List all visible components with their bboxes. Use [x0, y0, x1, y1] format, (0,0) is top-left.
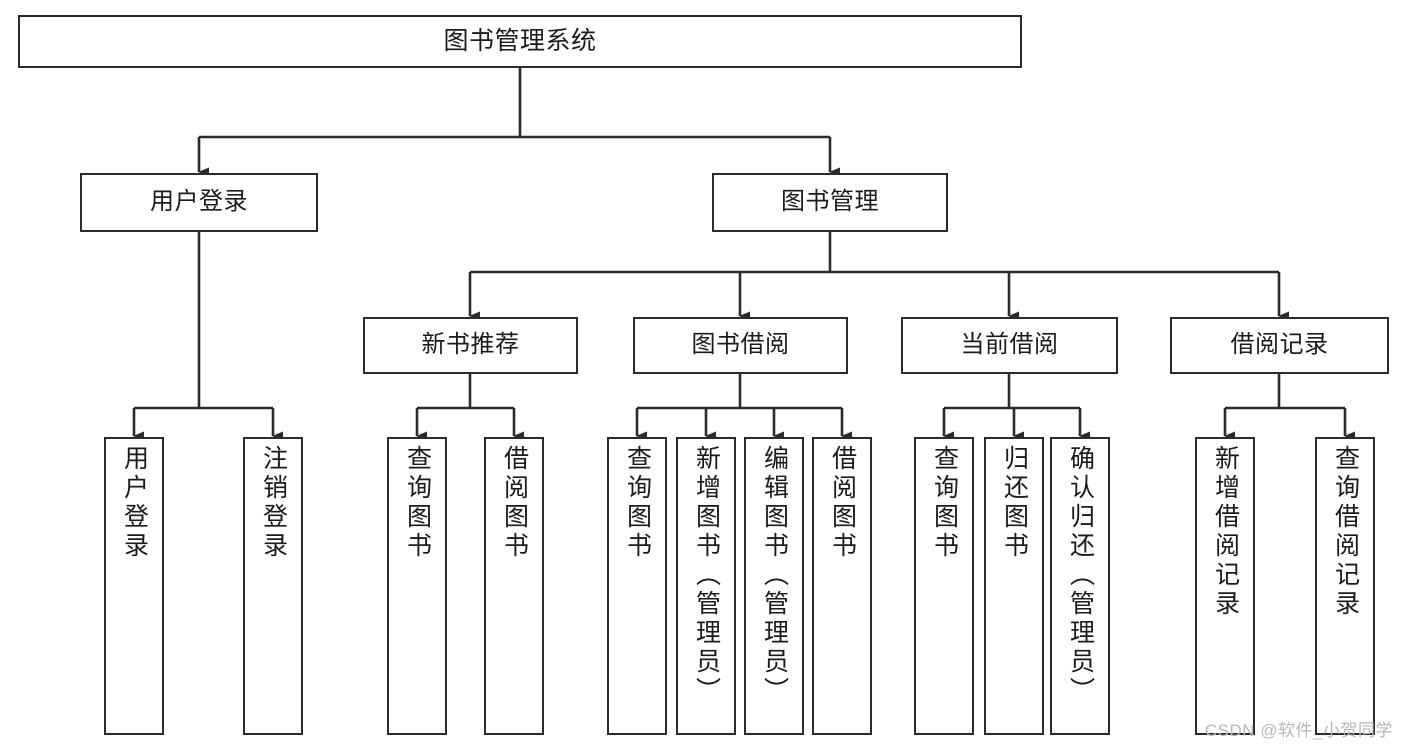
node-current-borrow-label: 当前借阅 [960, 331, 1059, 359]
node-leaf-return-book-label: 归还图书 [1000, 445, 1029, 561]
node-borrow-record-label: 借阅记录 [1230, 331, 1329, 359]
node-leaf-borrow-book-rec-label: 借阅图书 [500, 445, 529, 561]
node-borrow-record[interactable]: 借阅记录 [1170, 317, 1389, 374]
node-leaf-query-book-rec-label: 查询图书 [403, 445, 432, 561]
node-book-management[interactable]: 图书管理 [712, 173, 948, 232]
node-leaf-confirm-return-admin[interactable]: 确认归还（管理员） [1050, 437, 1110, 735]
node-leaf-user-login[interactable]: 用户登录 [104, 437, 164, 735]
watermark-text: CSDN @软件_小贺同学 [1204, 721, 1393, 740]
node-root-label: 图书管理系统 [443, 26, 597, 55]
node-user-login-label: 用户登录 [150, 188, 248, 216]
node-leaf-add-borrow-record[interactable]: 新增借阅记录 [1195, 437, 1255, 735]
node-root[interactable]: 图书管理系统 [18, 15, 1022, 68]
node-book-borrow-label: 图书借阅 [691, 331, 790, 359]
node-leaf-query-book-rec[interactable]: 查询图书 [387, 437, 447, 735]
node-leaf-query-book-current[interactable]: 查询图书 [914, 437, 974, 735]
node-leaf-borrow-book-rec[interactable]: 借阅图书 [484, 437, 544, 735]
node-leaf-edit-book-admin-label: 编辑图书（管理员） [760, 445, 789, 706]
node-leaf-query-borrow-record-label: 查询借阅记录 [1331, 445, 1360, 619]
node-leaf-borrow-book[interactable]: 借阅图书 [812, 437, 872, 735]
node-current-borrow[interactable]: 当前借阅 [901, 317, 1118, 374]
node-leaf-query-book-current-label: 查询图书 [930, 445, 959, 561]
node-leaf-query-book-borrow-label: 查询图书 [623, 445, 652, 561]
node-new-book-recommend[interactable]: 新书推荐 [363, 317, 578, 374]
node-leaf-borrow-book-label: 借阅图书 [828, 445, 857, 561]
node-book-management-label: 图书管理 [781, 188, 879, 216]
node-new-book-recommend-label: 新书推荐 [421, 331, 520, 359]
node-leaf-edit-book-admin[interactable]: 编辑图书（管理员） [744, 437, 804, 735]
node-leaf-add-borrow-record-label: 新增借阅记录 [1211, 445, 1240, 619]
node-leaf-query-book-borrow[interactable]: 查询图书 [607, 437, 667, 735]
node-leaf-user-logout[interactable]: 注销登录 [243, 437, 303, 735]
node-leaf-add-book-admin[interactable]: 新增图书（管理员） [676, 437, 736, 735]
node-leaf-user-logout-label: 注销登录 [259, 445, 288, 561]
node-leaf-query-borrow-record[interactable]: 查询借阅记录 [1315, 437, 1375, 735]
node-leaf-user-login-label: 用户登录 [120, 445, 149, 561]
node-book-borrow[interactable]: 图书借阅 [633, 317, 848, 374]
node-leaf-confirm-return-admin-label: 确认归还（管理员） [1066, 445, 1095, 706]
node-user-login[interactable]: 用户登录 [80, 173, 318, 232]
node-leaf-add-book-admin-label: 新增图书（管理员） [692, 445, 721, 706]
node-leaf-return-book[interactable]: 归还图书 [984, 437, 1044, 735]
